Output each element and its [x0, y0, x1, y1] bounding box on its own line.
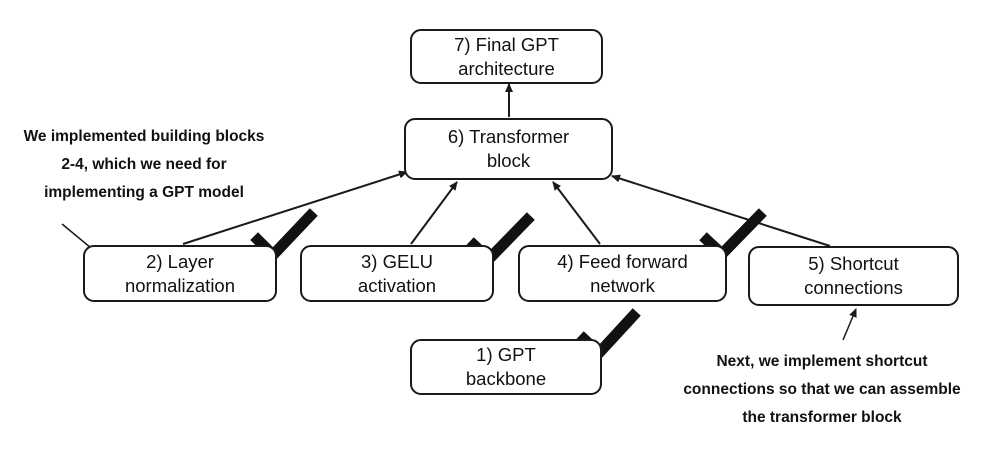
note-left-line-3: implementing a GPT model [44, 184, 244, 201]
arrow-layernorm-to-transformer [182, 170, 408, 245]
box-shortcut-connections: 5) Shortcut connections [748, 246, 959, 306]
arrow-gelu-to-transformer [410, 181, 458, 245]
note-left-line-2: 2-4, which we need for [61, 156, 227, 173]
box-final-gpt-architecture: 7) Final GPT architecture [410, 29, 603, 84]
arrow-shortcut-to-transformer [611, 174, 831, 247]
note-right-line-2: connections so that we can assemble [683, 381, 961, 398]
note-right: Next, we implement shortcut connections … [662, 348, 982, 432]
note-right-line-3: the transformer block [742, 409, 902, 426]
pointer-right-note [842, 308, 857, 341]
box-feed-forward-network: 4) Feed forward network [518, 245, 727, 302]
box-transformer-block: 6) Transformer block [404, 118, 613, 180]
box-layer-normalization: 2) Layer normalization [83, 245, 277, 302]
box-gpt-backbone: 1) GPT backbone [410, 339, 602, 395]
box-gelu-activation: 3) GELU activation [300, 245, 494, 302]
note-left: We implemented building blocks 2-4, whic… [10, 123, 278, 207]
note-left-line-1: We implemented building blocks [23, 128, 265, 145]
arrow-feedforward-to-transformer [552, 181, 601, 245]
note-right-line-1: Next, we implement shortcut [716, 353, 928, 370]
